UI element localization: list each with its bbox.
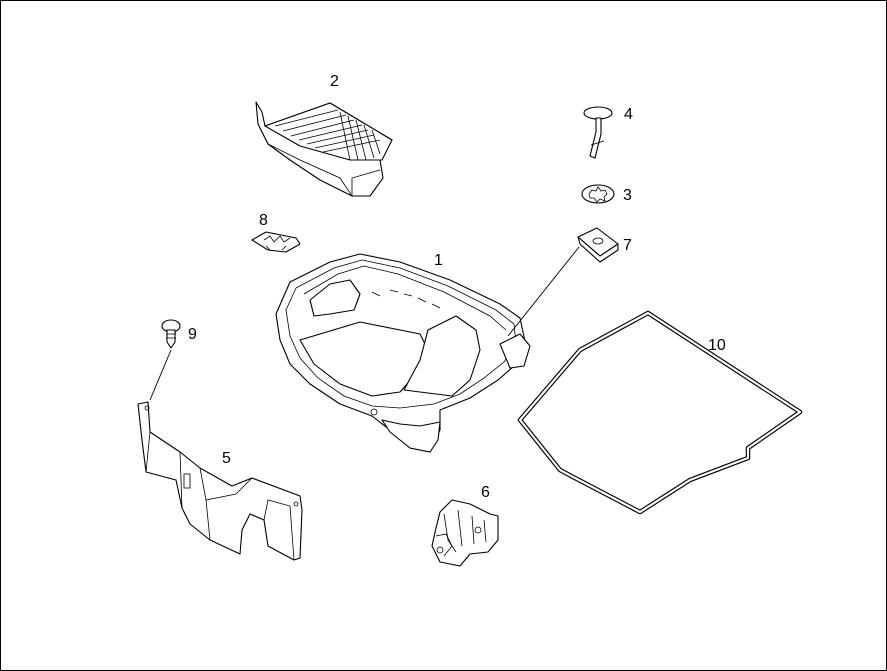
leader-9: [149, 349, 172, 401]
callout-1: 1: [434, 252, 443, 269]
part-clip-nut[interactable]: [577, 227, 619, 263]
leader-7: [507, 246, 580, 337]
part-spring-clip[interactable]: [251, 231, 301, 253]
callout-7: 7: [623, 237, 632, 254]
part-star-washer[interactable]: [581, 184, 615, 204]
part-push-rivet[interactable]: [161, 319, 181, 349]
callout-8: 8: [259, 212, 268, 229]
callout-5: 5: [222, 450, 231, 467]
callout-2: 2: [330, 73, 339, 90]
part-storage-tray[interactable]: [255, 101, 393, 197]
leader-lines: [149, 246, 580, 401]
part-retaining-pin[interactable]: [583, 106, 613, 159]
callout-9: 9: [188, 326, 197, 343]
part-side-trim-panel[interactable]: [137, 401, 303, 561]
callout-6: 6: [481, 484, 490, 501]
callout-labels: 2 4 3 8 7 1 9 10 5 6: [188, 73, 726, 501]
part-bracket-assembly[interactable]: [431, 499, 499, 567]
part-trunk-seal[interactable]: [517, 310, 803, 515]
callout-10: 10: [708, 337, 726, 354]
callout-4: 4: [624, 106, 633, 123]
part-trunk-tub[interactable]: [275, 253, 531, 453]
callout-3: 3: [623, 187, 632, 204]
